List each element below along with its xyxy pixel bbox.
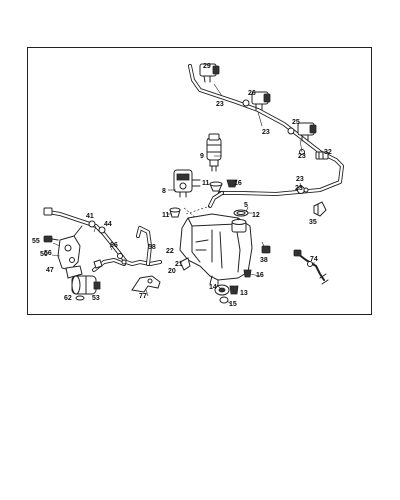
callout-44: 44: [104, 221, 112, 228]
callout-23-e: 23: [296, 176, 304, 183]
grommet-16b: [243, 269, 252, 278]
clip-35: [313, 201, 327, 217]
callout-8: 8: [162, 188, 166, 195]
callout-26: 26: [248, 90, 256, 97]
nozzle-25: [287, 122, 317, 142]
nozzle-26: [242, 91, 271, 111]
callout-38: 38: [260, 257, 268, 264]
bracket-77: [131, 275, 161, 293]
callout-77: 77: [139, 293, 147, 300]
hose-41-44: [43, 207, 162, 266]
callout-23-a: 23: [216, 101, 224, 108]
seal-ring-12: [233, 209, 249, 217]
callout-11-b: 11: [162, 212, 170, 219]
callout-23-d: 23: [295, 185, 303, 192]
callout-55: 55: [32, 238, 40, 245]
clip-20: [179, 257, 191, 271]
screw-50: [43, 235, 59, 243]
callout-29: 29: [203, 63, 211, 70]
callout-56: 56: [44, 250, 52, 257]
callout-21: 21: [175, 261, 183, 268]
level-sensor-38: [261, 245, 271, 254]
callout-15: 15: [229, 301, 237, 308]
grommet-11b: [169, 207, 181, 218]
clip-22: [93, 259, 103, 269]
callout-35: 35: [309, 219, 317, 226]
callout-labels: 29 23 26 23 25 23 32 9 23 11 16 23 8 11 …: [32, 63, 332, 308]
grommet-15: [219, 296, 229, 304]
callout-12: 12: [252, 212, 260, 219]
callout-16-a: 16: [234, 180, 242, 187]
grommet-14: [214, 284, 230, 296]
callout-66: 66: [110, 242, 118, 249]
callout-5: 5: [244, 202, 248, 209]
grommet-62: [75, 295, 85, 301]
callout-32: 32: [324, 149, 332, 156]
pump-motor-62: [71, 275, 101, 295]
grommet-16a: [226, 179, 238, 188]
callout-62: 62: [64, 295, 72, 302]
callout-41: 41: [86, 213, 94, 220]
guide-lines: [183, 205, 211, 219]
callout-58: 58: [148, 244, 156, 251]
callout-20: 20: [168, 268, 176, 275]
callout-22: 22: [166, 248, 174, 255]
callout-53: 53: [92, 295, 100, 302]
washer-pump-8: [173, 169, 201, 198]
callout-25: 25: [292, 119, 300, 126]
hose-74: [293, 249, 329, 285]
callout-11-a: 11: [202, 180, 210, 187]
pipe-connector-23: [297, 186, 309, 194]
leader-lines: [51, 83, 315, 305]
washer-pump-9: [206, 133, 222, 172]
callout-47: 47: [46, 267, 54, 274]
bracket-47: [65, 265, 83, 279]
hose-58: [136, 226, 152, 266]
nozzle-29: [199, 63, 220, 83]
callout-13: 13: [240, 290, 248, 297]
callout-14: 14: [209, 284, 217, 291]
washer-fluid-reservoir: [179, 213, 253, 287]
connector-32: [299, 149, 329, 160]
grommet-11a: [209, 181, 223, 192]
callout-9: 9: [200, 153, 204, 160]
callout-50: 50: [40, 251, 48, 258]
callout-23-b: 23: [262, 129, 270, 136]
callout-74: 74: [310, 256, 318, 263]
callout-16-b: 16: [256, 272, 264, 279]
bracket-56: [57, 225, 83, 271]
diagram-frame: [27, 47, 372, 315]
callout-23-c: 23: [298, 153, 306, 160]
